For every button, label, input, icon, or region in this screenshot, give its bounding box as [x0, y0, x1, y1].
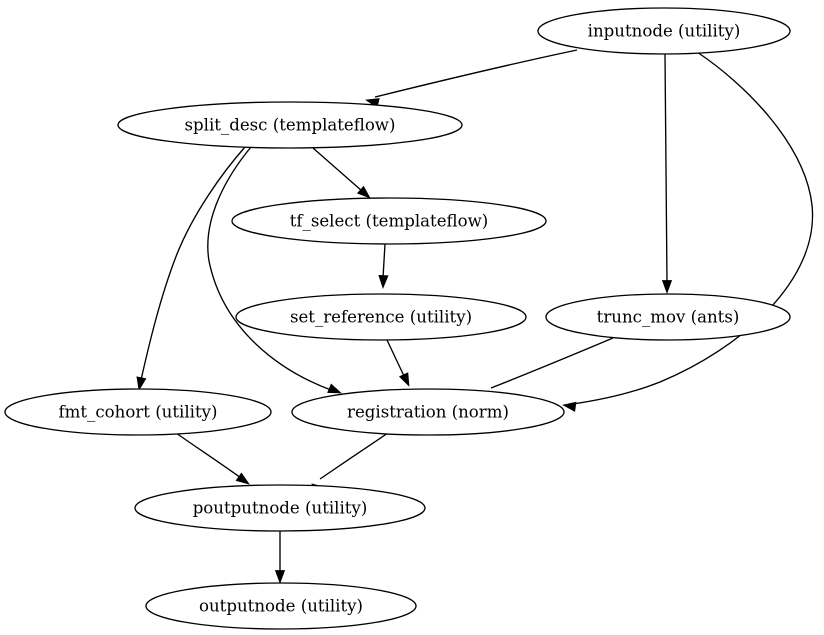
edge-line: [490, 337, 614, 389]
edge-arrowhead: [398, 372, 410, 387]
node-label-fmt_cohort: fmt_cohort (utility): [59, 403, 218, 422]
node-ellipse-registration[interactable]: [291, 388, 565, 436]
edge-line: [382, 243, 386, 279]
edge-line: [386, 339, 405, 377]
edge-arrowhead: [136, 376, 147, 391]
node-label-trunc_mov: trunc_mov (ants): [597, 308, 740, 327]
graph-node-tf_select[interactable]: tf_select (templateflow): [231, 197, 547, 245]
edge-split_desc-to-tf_select: [312, 147, 371, 199]
edge-arrowhead: [378, 274, 389, 290]
nodes-layer: inputnode (utility) split_desc (templatef…: [4, 7, 791, 630]
edge-fmt_cohort-to-poutputnode: [175, 432, 250, 485]
edge-line: [207, 146, 332, 391]
graph-node-poutputnode[interactable]: poutputnode (utility): [134, 484, 426, 532]
node-ellipse-inputnode[interactable]: [537, 7, 791, 55]
edge-arrowhead: [356, 185, 371, 199]
edge-arrowhead: [561, 401, 577, 412]
node-label-outputnode: outputnode (utility): [199, 597, 363, 616]
edge-arrowhead: [661, 280, 673, 295]
node-ellipse-outputnode[interactable]: [145, 582, 417, 630]
edge-set_reference-to-registration: [386, 339, 410, 387]
node-ellipse-fmt_cohort[interactable]: [4, 388, 272, 436]
edge-line: [319, 432, 389, 480]
edge-poutputnode-to-outputnode: [274, 531, 286, 585]
edge-inputnode-to-registration: [561, 51, 814, 412]
graph-node-outputnode[interactable]: outputnode (utility): [145, 582, 417, 630]
edge-trunc_mov-to-registration: [480, 337, 614, 402]
node-ellipse-split_desc[interactable]: [117, 101, 463, 149]
node-label-set_reference: set_reference (utility): [290, 308, 472, 327]
node-label-poutputnode: poutputnode (utility): [193, 499, 368, 518]
edge-line: [175, 432, 242, 479]
edge-arrowhead: [327, 383, 342, 394]
node-label-tf_select: tf_select (templateflow): [290, 212, 489, 231]
node-ellipse-set_reference[interactable]: [235, 293, 527, 341]
node-ellipse-trunc_mov[interactable]: [545, 293, 791, 341]
graph-node-set_reference[interactable]: set_reference (utility): [235, 293, 527, 341]
edge-line: [664, 53, 668, 284]
edge-tf_select-to-set_reference: [378, 243, 389, 290]
node-label-registration: registration (norm): [347, 403, 509, 422]
edge-arrowhead: [274, 570, 286, 585]
graph-node-inputnode[interactable]: inputnode (utility): [537, 7, 791, 55]
edge-line: [312, 147, 363, 192]
graph-node-registration[interactable]: registration (norm): [291, 388, 565, 436]
edges-layer: [136, 49, 814, 585]
edge-split_desc-to-registration: [207, 146, 342, 394]
node-ellipse-tf_select[interactable]: [231, 197, 547, 245]
node-label-inputnode: inputnode (utility): [588, 22, 741, 41]
graph-node-trunc_mov[interactable]: trunc_mov (ants): [545, 293, 791, 341]
edge-line: [572, 51, 814, 405]
graph-node-fmt_cohort[interactable]: fmt_cohort (utility): [4, 388, 272, 436]
graph-node-split_desc[interactable]: split_desc (templateflow): [117, 101, 463, 149]
edge-split_desc-to-fmt_cohort: [136, 146, 246, 391]
edge-inputnode-to-trunc_mov: [661, 53, 673, 295]
node-ellipse-poutputnode[interactable]: [134, 484, 426, 532]
edge-inputnode-to-split_desc: [365, 49, 578, 109]
node-label-split_desc: split_desc (templateflow): [185, 116, 396, 135]
edge-line: [140, 146, 246, 381]
edge-line: [374, 49, 578, 98]
edge-arrowhead: [235, 472, 250, 485]
